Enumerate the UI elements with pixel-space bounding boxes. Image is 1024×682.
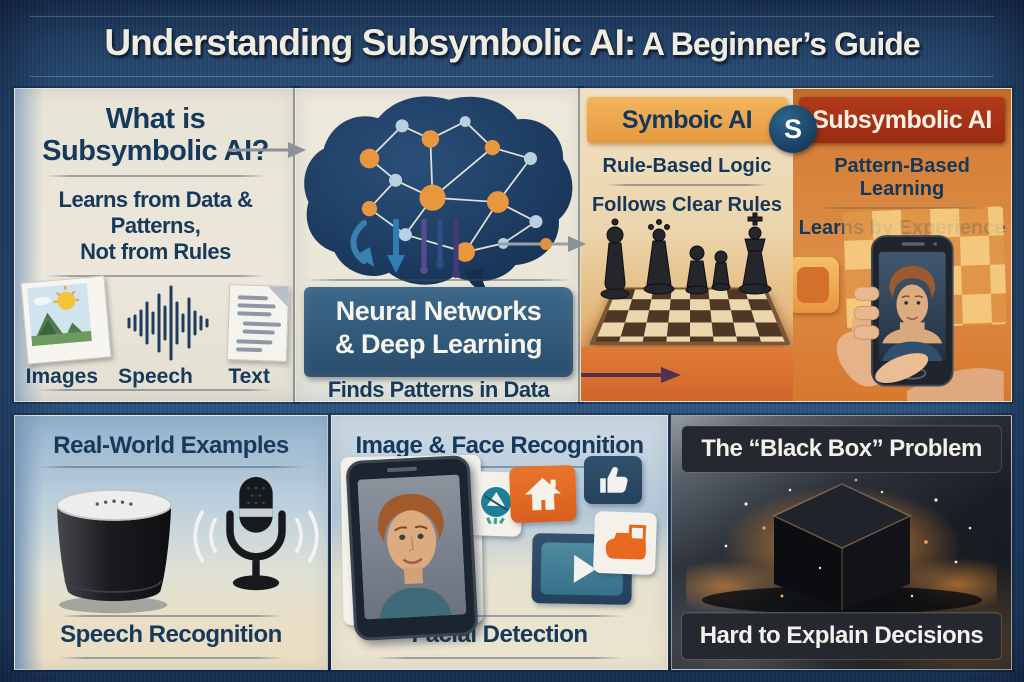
divider bbox=[30, 76, 994, 77]
divider bbox=[817, 207, 987, 209]
divider bbox=[45, 275, 266, 277]
home-icon bbox=[509, 464, 577, 524]
divider bbox=[306, 279, 571, 281]
orange-strip bbox=[581, 347, 793, 401]
modality-labels: Images Speech Text bbox=[15, 365, 296, 389]
aperture-icon bbox=[468, 471, 524, 537]
modality-icons-row bbox=[15, 269, 296, 365]
document-icon bbox=[226, 283, 289, 363]
blackbox-heading: The “Black Box” Problem bbox=[682, 426, 1001, 472]
photo-icon-art bbox=[26, 283, 92, 347]
waveform-icon bbox=[127, 285, 208, 361]
chess-pieces-illustration bbox=[600, 212, 772, 300]
divider bbox=[37, 466, 305, 468]
symbolic-heading: Symboic AI bbox=[587, 97, 787, 143]
s-badge: S bbox=[769, 105, 817, 153]
transition-arrow-icon bbox=[581, 367, 681, 383]
divider bbox=[30, 16, 994, 17]
divider bbox=[607, 184, 767, 186]
symbolic-half: Symboic AI Rule-Based Logic Follows Clea… bbox=[581, 89, 793, 401]
panel-image-face-recognition: Image & Face Recognition bbox=[331, 415, 668, 670]
subsymbolic-heading: Subsymbolic AI bbox=[799, 97, 1005, 143]
title-main: Understanding Subsymbolic AI: bbox=[104, 22, 636, 63]
divider bbox=[376, 657, 623, 659]
photo-icon bbox=[20, 275, 111, 365]
process-arrows-icon bbox=[350, 219, 460, 278]
left-to-brain-arrow-icon bbox=[228, 142, 306, 158]
examples-caption: Speech Recognition bbox=[60, 621, 282, 648]
subsymbolic-half: Subsymbolic AI Pattern-Based Learning Le… bbox=[793, 89, 1011, 401]
phone-face-illustration bbox=[345, 454, 479, 642]
recognition-heading: Image & Face Recognition bbox=[355, 432, 644, 459]
panel-neural-networks: Neural Networks & Deep Learning Finds Pa… bbox=[295, 88, 582, 402]
examples-heading: Real-World Examples bbox=[53, 432, 289, 459]
divider bbox=[354, 466, 645, 468]
panel-what-is-subsymbolic-ai: What is Subsymbolic AI? Learns from Data… bbox=[14, 88, 297, 402]
neural-banner: Neural Networks & Deep Learning bbox=[304, 287, 573, 377]
thumbs-up-icon bbox=[584, 456, 642, 504]
black-cube-illustration bbox=[686, 478, 997, 612]
divider bbox=[45, 175, 266, 177]
brain-to-symbolic-arrow-icon bbox=[498, 236, 586, 252]
divider bbox=[59, 657, 283, 659]
app-chip-icon bbox=[793, 257, 839, 313]
label-text: Text bbox=[228, 365, 270, 388]
header-band: Understanding Subsymbolic AI: A Beginner… bbox=[0, 0, 1024, 86]
panel-real-world-examples: Real-World Examples Speech Recognition bbox=[14, 415, 328, 670]
page-title: Understanding Subsymbolic AI: A Beginner… bbox=[0, 22, 1024, 64]
divider bbox=[37, 389, 274, 391]
brain-network-illustration bbox=[304, 96, 573, 287]
symbolic-line2: Follows Clear Rules bbox=[591, 194, 783, 216]
title-sub: A Beginner’s Guide bbox=[635, 26, 921, 62]
panel-black-box-problem: The “Black Box” Problem bbox=[671, 415, 1012, 670]
symbolic-line1: Rule-Based Logic bbox=[602, 155, 772, 177]
subsymbolic-line1: Pattern-Based Learning bbox=[834, 155, 970, 200]
divider bbox=[376, 615, 623, 617]
divider bbox=[59, 615, 283, 617]
what-is-subtext: Learns from Data & Patterns, Not from Ru… bbox=[58, 187, 253, 264]
hand-card-icon bbox=[592, 510, 658, 576]
blackbox-caption: Hard to Explain Decisions bbox=[682, 613, 1001, 659]
neural-caption: Finds Patterns in Data bbox=[327, 377, 550, 402]
label-speech: Speech bbox=[118, 365, 193, 388]
microphone-icon bbox=[193, 476, 319, 591]
hand-holding-phone-illustration bbox=[836, 235, 1004, 401]
face-portrait bbox=[357, 474, 467, 620]
panel-symbolic-vs-subsymbolic: Symboic AI Rule-Based Logic Follows Clea… bbox=[580, 88, 1012, 402]
label-images: Images bbox=[25, 365, 99, 388]
smart-speaker-icon bbox=[56, 489, 172, 614]
